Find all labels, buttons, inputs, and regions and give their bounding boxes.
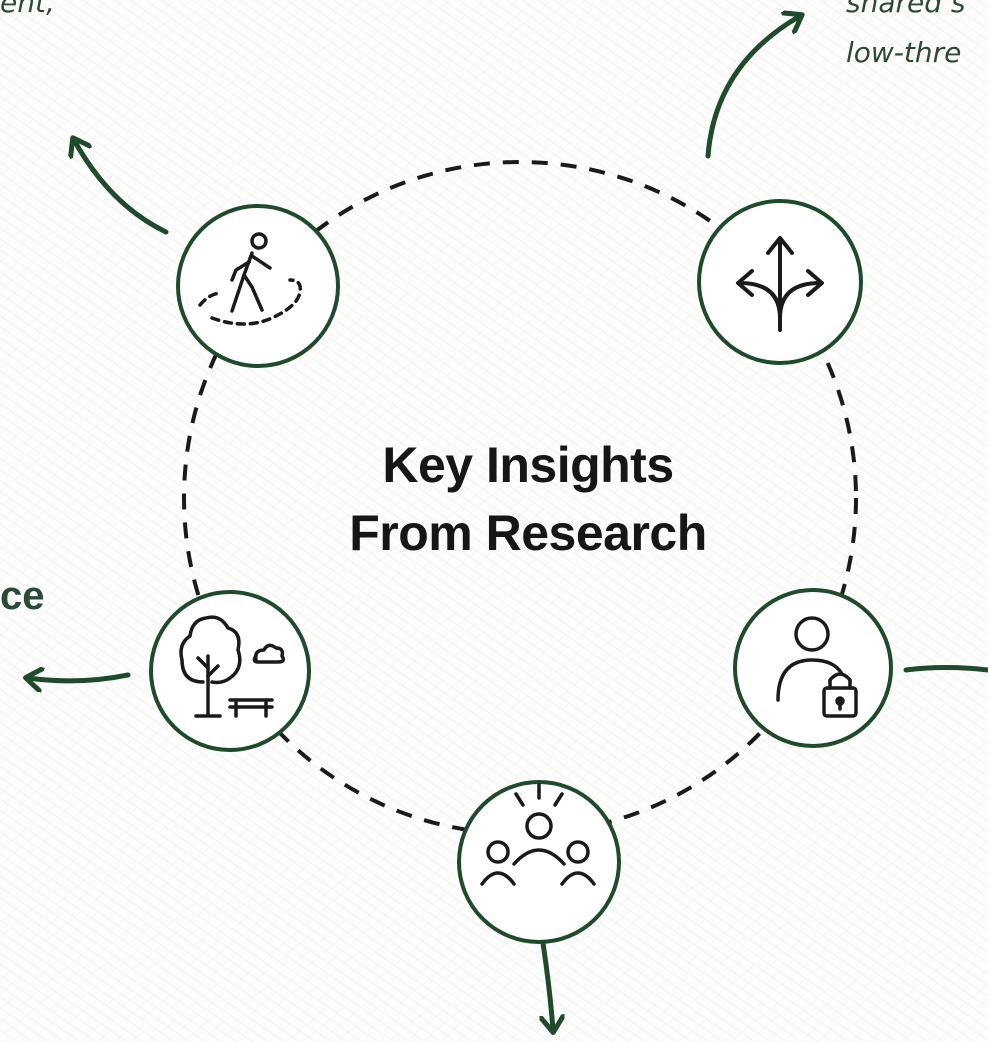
arrow-choices	[705, 16, 800, 159]
cut-off-label-top-right-1: shared s	[846, 0, 966, 19]
arrow-privacy	[903, 665, 988, 673]
node-privacy	[733, 588, 893, 748]
arrow-park	[28, 675, 131, 681]
group-people-icon	[480, 783, 596, 886]
branching-arrows-icon	[736, 236, 824, 332]
node-community	[457, 780, 621, 944]
arrow-walking	[74, 140, 169, 235]
diagram-title-line-1: Key Insights	[382, 437, 674, 493]
person-lock-icon	[776, 616, 858, 718]
arrows	[28, 16, 988, 1030]
cut-off-label-top-right-2: low-thre	[846, 36, 962, 69]
arrow-community	[543, 940, 553, 1030]
cut-off-label-top-left: ent,	[0, 0, 55, 19]
diagram-title-line-2: From Research	[349, 505, 707, 561]
node-walking	[176, 204, 340, 368]
tree-bench-icon	[179, 615, 286, 718]
node-park	[149, 590, 311, 752]
walking-person-icon	[198, 232, 303, 326]
cut-off-label-left: ce	[0, 574, 45, 618]
node-choices	[697, 199, 863, 365]
